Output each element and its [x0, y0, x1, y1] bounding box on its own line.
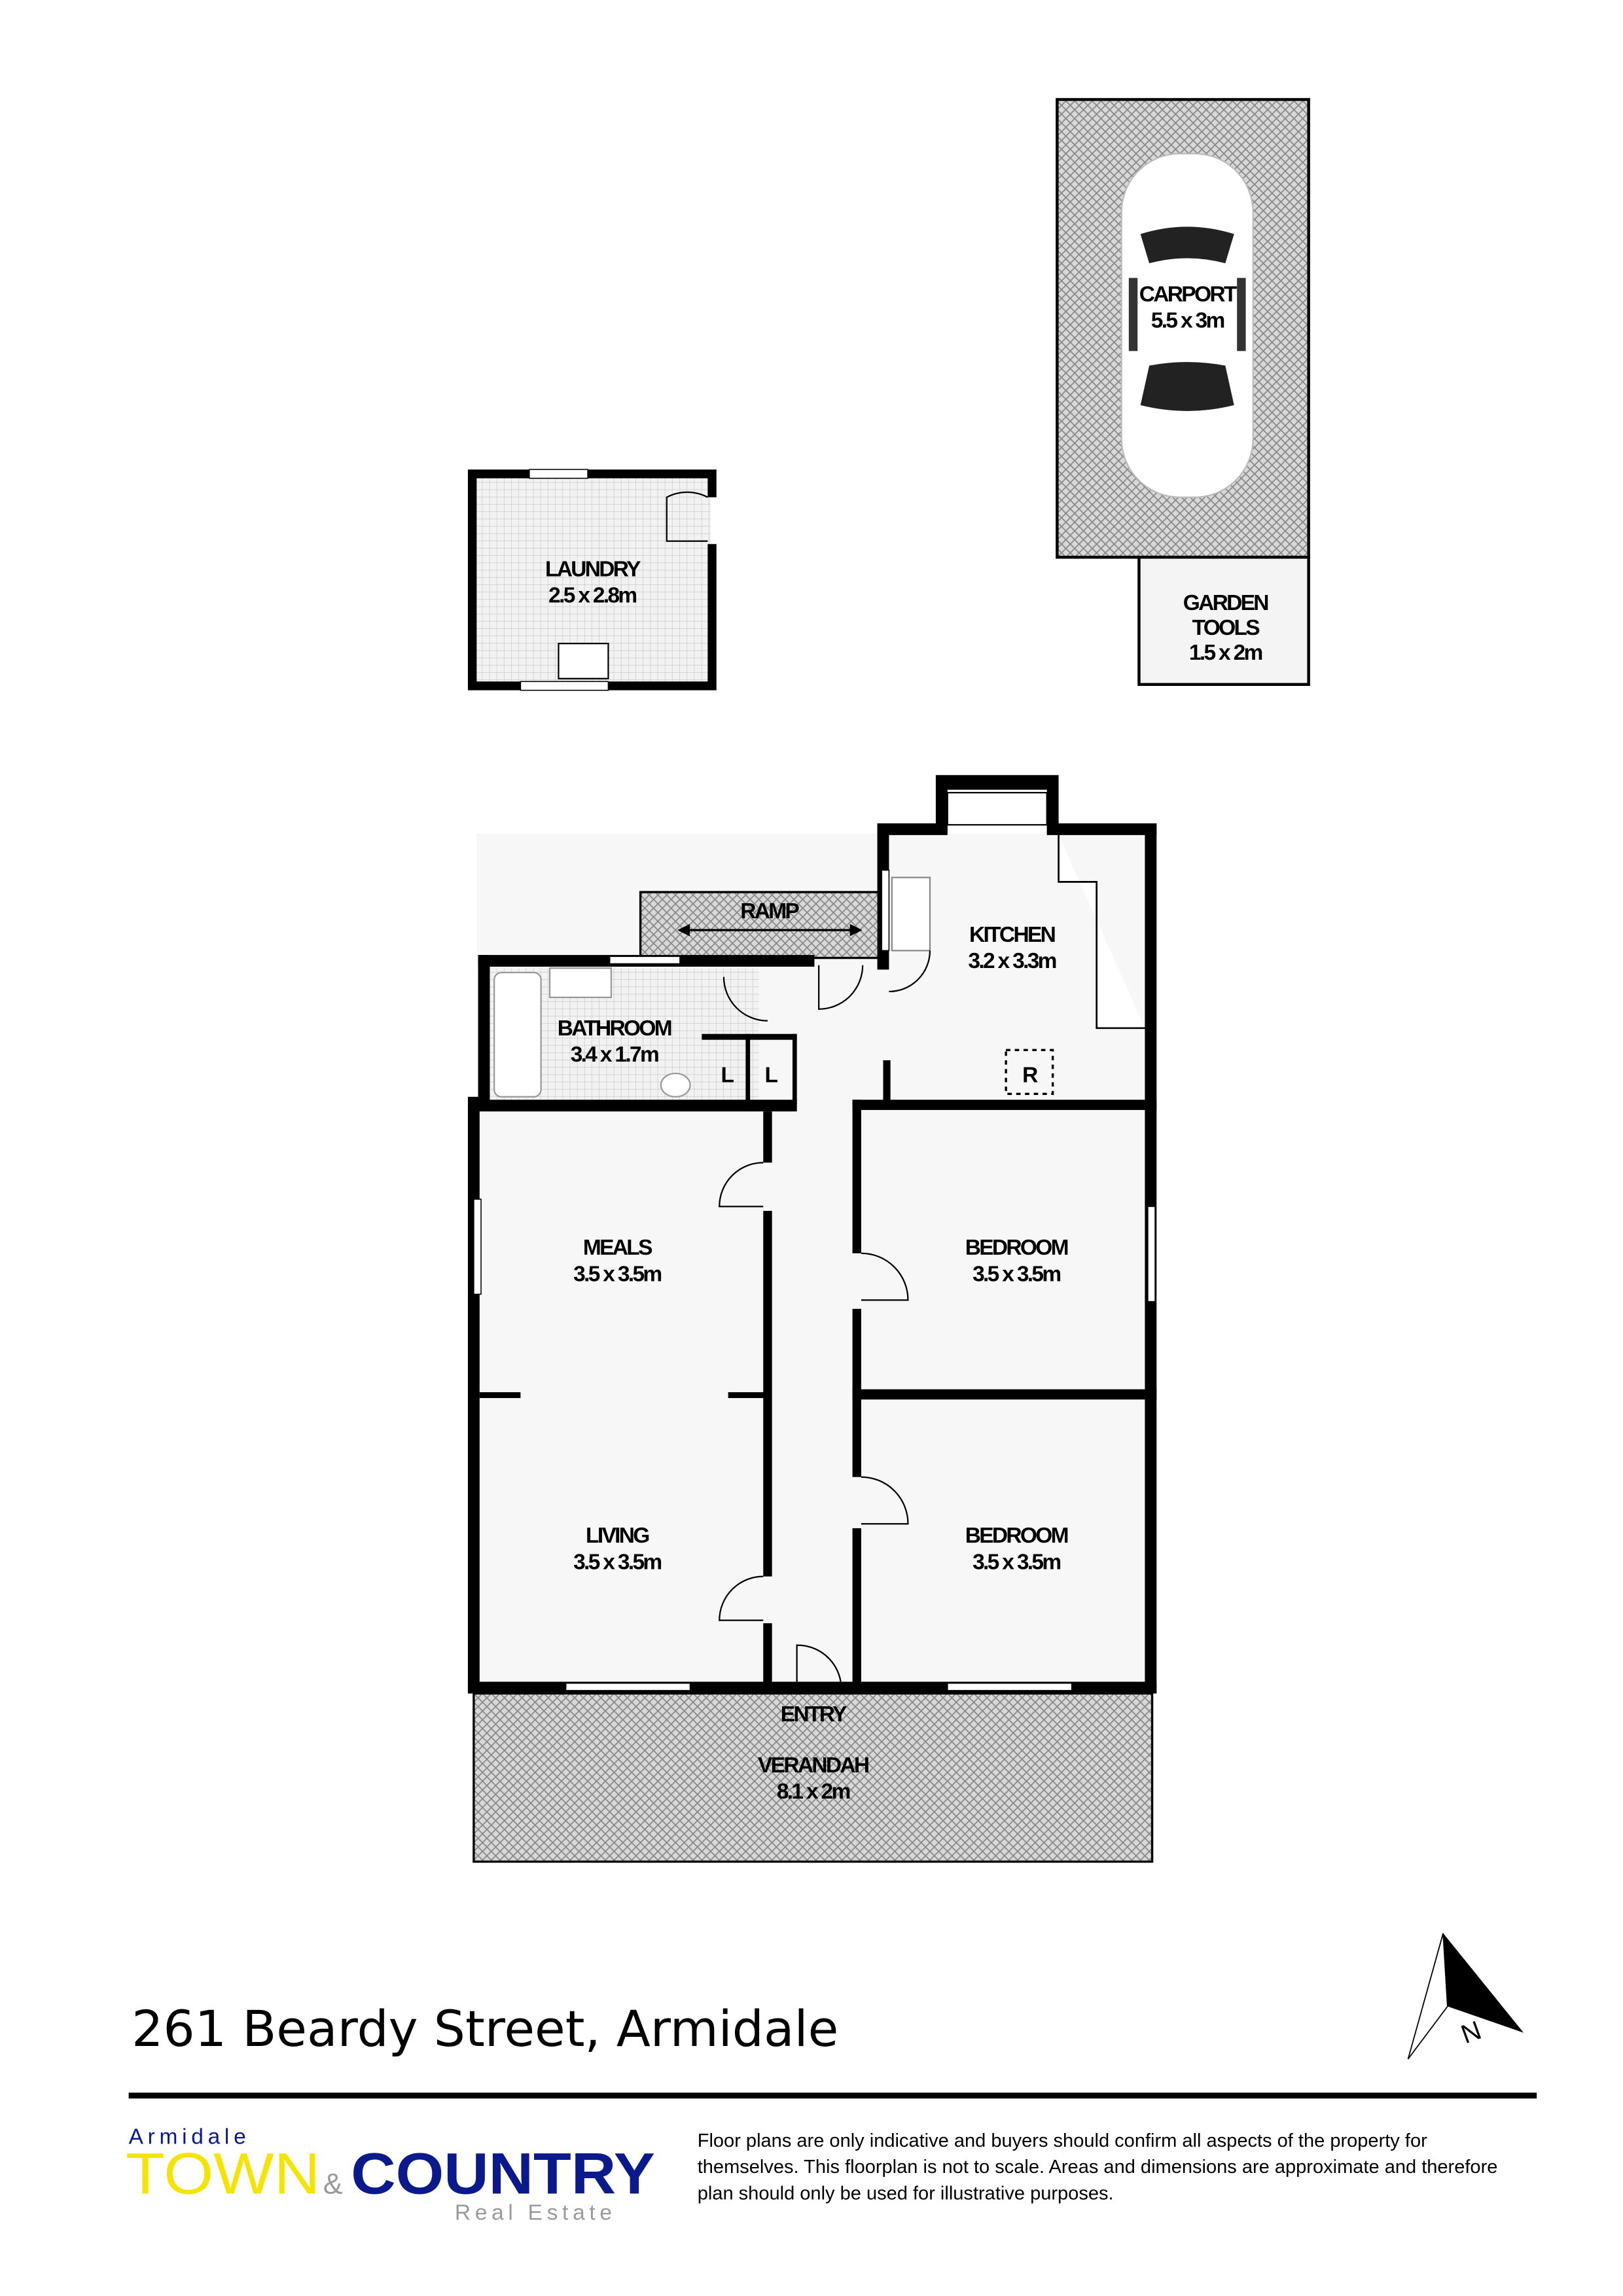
- sink-icon: [891, 876, 931, 952]
- logo-country: COUNTRY: [351, 2140, 655, 2206]
- verandah-size: 8.1 x 2m: [777, 1780, 850, 1804]
- kitchen-label: KITCHEN: [969, 923, 1055, 947]
- north-arrow-icon: N: [1407, 1933, 1524, 2060]
- bedroom-1-size: 3.5 x 3.5m: [972, 1262, 1060, 1286]
- agency-logo: Armidale TOWN & COUNTRY Real Estate: [126, 2125, 655, 2225]
- garden-tools-size: 1.5 x 2m: [1189, 641, 1262, 665]
- carport-label: CARPORT: [1139, 282, 1238, 306]
- garden-tools-label: GARDEN: [1183, 591, 1268, 615]
- meals-size: 3.5 x 3.5m: [573, 1262, 661, 1286]
- carport-size: 5.5 x 3m: [1151, 309, 1224, 333]
- disclaimer-line-2: themselves. This floorplan is not to sca…: [698, 2157, 1498, 2178]
- bedroom-1-label: BEDROOM: [965, 1236, 1068, 1260]
- linen-label-2: L: [765, 1063, 778, 1087]
- kitchen-size: 3.2 x 3.3m: [968, 949, 1056, 973]
- bathroom-label: BATHROOM: [558, 1016, 671, 1041]
- divider: [128, 2092, 1537, 2099]
- fridge-label: R: [1022, 1063, 1038, 1087]
- ramp-label: RAMP: [740, 899, 799, 924]
- fridge-space: [1005, 1049, 1054, 1096]
- garden-tools-label-2: TOOLS: [1192, 616, 1260, 640]
- verandah-label: VERANDAH: [758, 1753, 868, 1778]
- laundry: LAUNDRY 2.5 x 2.8m: [467, 469, 717, 691]
- bathtub-icon: [493, 971, 542, 1098]
- laundry-label: LAUNDRY: [545, 557, 641, 581]
- disclaimer-line-3: plan should only be used for illustrativ…: [698, 2183, 1114, 2204]
- bathroom-size: 3.4 x 1.7m: [571, 1043, 658, 1067]
- ramp: RAMP: [639, 891, 880, 960]
- living-size: 3.5 x 3.5m: [573, 1550, 661, 1574]
- toilet-icon: [660, 1072, 691, 1098]
- linen-label-1: L: [721, 1063, 734, 1087]
- logo-amp: &: [323, 2168, 343, 2200]
- car-icon: [1120, 152, 1254, 498]
- property-address: 261 Beardy Street, Armidale: [132, 2000, 838, 2058]
- basin-icon: [548, 967, 613, 998]
- bedroom-2-label: BEDROOM: [965, 1524, 1068, 1548]
- ramp-arrow-icon: [677, 924, 863, 937]
- carport: CARPORT 5.5 x 3m GARDEN TOOLS 1.5 x 2m: [1056, 98, 1310, 686]
- door-swings: [719, 950, 931, 1682]
- logo-armidale: Armidale: [129, 2125, 251, 2149]
- entry-label: ENTRY: [781, 1702, 847, 1727]
- disclaimer-line-1: Floor plans are only indicative and buye…: [698, 2130, 1427, 2151]
- verandah: ENTRY VERANDAH 8.1 x 2m: [473, 1692, 1154, 1863]
- living-label: LIVING: [586, 1524, 649, 1548]
- meals-label: MEALS: [583, 1236, 652, 1260]
- logo-real-estate: Real Estate: [455, 2201, 616, 2225]
- stove-icon: [946, 791, 1048, 826]
- logo-town: TOWN: [126, 2140, 320, 2206]
- laundry-size: 2.5 x 2.8m: [548, 584, 636, 608]
- bedroom-2-size: 3.5 x 3.5m: [972, 1550, 1060, 1574]
- north-label: N: [1457, 2015, 1486, 2049]
